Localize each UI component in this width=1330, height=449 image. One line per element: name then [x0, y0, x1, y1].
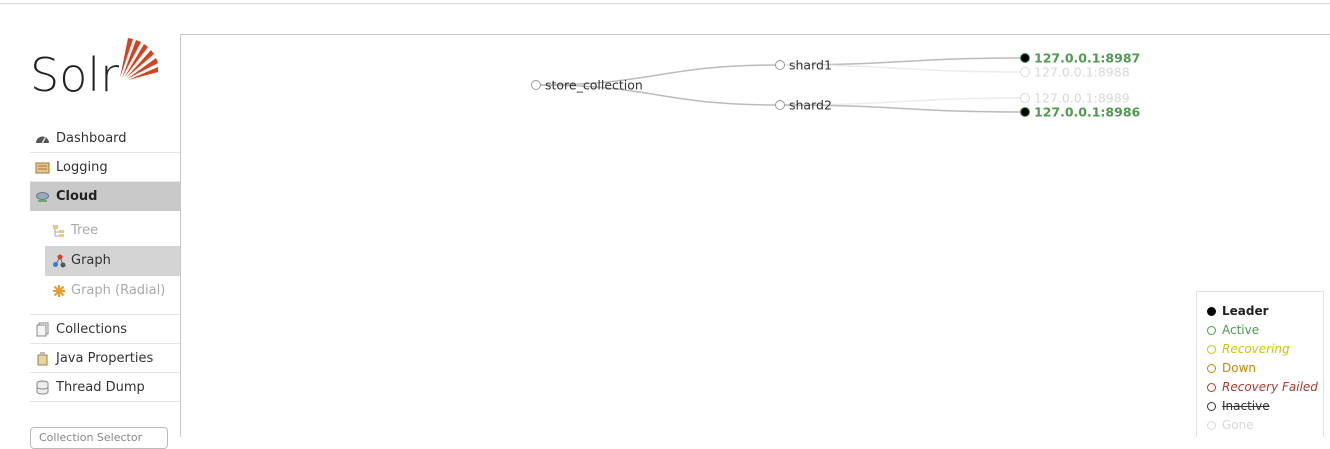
- replica-node-leader[interactable]: [1020, 53, 1030, 63]
- thread-dump-icon: [36, 380, 49, 395]
- menu-item-logging[interactable]: Logging: [30, 153, 180, 182]
- legend-dot-icon: [1207, 402, 1216, 411]
- shard-label: shard1: [789, 58, 832, 73]
- collections-icon: [36, 322, 49, 337]
- legend-item-failed: Recovery Failed: [1207, 378, 1323, 397]
- menu-item-label: Logging: [56, 160, 108, 175]
- menu-item-thread-dump[interactable]: Thread Dump: [30, 373, 180, 402]
- collection-node[interactable]: [531, 80, 541, 90]
- graph-radial-icon: [53, 285, 65, 297]
- java-properties-icon: [37, 352, 48, 366]
- menu-item-label: Thread Dump: [56, 380, 145, 395]
- replica-label-gone: 127.0.0.1:8989: [1034, 91, 1130, 106]
- legend-dot-icon: [1207, 345, 1216, 354]
- submenu-item-label: Graph: [71, 253, 111, 268]
- solr-logo[interactable]: Solr: [30, 34, 180, 104]
- legend-label: Gone: [1222, 418, 1254, 432]
- replica-label-gone: 127.0.0.1:8988: [1034, 65, 1130, 80]
- tree-icon: [53, 225, 64, 237]
- legend-dot-icon: [1207, 383, 1216, 392]
- graph-icon: [53, 254, 66, 268]
- legend-item-recovering: Recovering: [1207, 340, 1323, 359]
- legend-dot-icon: [1207, 307, 1216, 316]
- submenu-item-graph-radial[interactable]: Graph (Radial): [45, 276, 180, 306]
- shard-node[interactable]: [775, 60, 785, 70]
- menu-item-label: Collections: [56, 322, 128, 337]
- submenu-item-label: Graph (Radial): [71, 283, 166, 298]
- legend-dot-icon: [1207, 364, 1216, 373]
- dashboard-icon: [36, 136, 49, 144]
- menu-item-label: Java Properties: [56, 351, 154, 366]
- graph-link-shard-replica: [779, 64, 1026, 73]
- legend-label: Recovery Failed: [1222, 380, 1318, 394]
- legend-dot-icon: [1207, 421, 1216, 430]
- graph-link-collection-shard: [535, 84, 781, 106]
- legend-label: Leader: [1222, 304, 1269, 318]
- menu-item-cloud[interactable]: Cloud: [30, 182, 180, 211]
- legend-label: Inactive: [1222, 399, 1270, 413]
- logo-text: Solr: [30, 48, 120, 102]
- submenu-item-graph[interactable]: Graph: [45, 246, 180, 276]
- replica-label-active: 127.0.0.1:8986: [1034, 105, 1141, 120]
- menu-item-dashboard[interactable]: Dashboard: [30, 124, 180, 153]
- solr-sun-icon: [120, 38, 158, 80]
- menu-item-label: Cloud: [56, 189, 98, 204]
- menu-item-label: Dashboard: [56, 131, 127, 146]
- shard-node[interactable]: [775, 100, 785, 110]
- sidebar: Solr Dashboard Logging Cloud: [30, 34, 180, 449]
- legend-label: Recovering: [1222, 342, 1290, 356]
- legend-item-inactive: Inactive: [1207, 397, 1323, 416]
- collection-selector-placeholder: Collection Selector: [39, 431, 143, 444]
- menu-item-java-properties[interactable]: Java Properties: [30, 344, 180, 373]
- graph-link-shard-replica: [779, 104, 1026, 113]
- main-menu: Dashboard Logging Cloud Tree Graph Graph…: [30, 124, 180, 402]
- legend-item-active: Active: [1207, 321, 1323, 340]
- replica-node-gone[interactable]: [1020, 67, 1030, 77]
- cloud-icon: [36, 192, 49, 202]
- shard-label: shard2: [789, 98, 832, 113]
- graph-link-collection-shard: [535, 64, 781, 86]
- menu-item-collections[interactable]: Collections: [30, 315, 180, 344]
- submenu-item-tree[interactable]: Tree: [45, 216, 180, 246]
- legend-dot-icon: [1207, 326, 1216, 335]
- submenu-item-label: Tree: [71, 223, 99, 238]
- legend-item-gone: Gone: [1207, 416, 1323, 435]
- legend-label: Active: [1222, 323, 1260, 337]
- collection-label: store_collection: [545, 78, 643, 93]
- collection-selector[interactable]: Collection Selector: [30, 427, 168, 449]
- replica-node-leader[interactable]: [1020, 107, 1030, 117]
- replica-label-active: 127.0.0.1:8987: [1034, 51, 1140, 66]
- logging-icon: [35, 162, 50, 174]
- legend-item-leader: Leader: [1207, 302, 1323, 321]
- replica-node-gone[interactable]: [1020, 93, 1030, 103]
- legend-label: Down: [1222, 361, 1257, 375]
- legend-item-down: Down: [1207, 359, 1323, 378]
- cloud-submenu: Tree Graph Graph (Radial): [30, 211, 180, 315]
- top-divider: [0, 3, 1330, 4]
